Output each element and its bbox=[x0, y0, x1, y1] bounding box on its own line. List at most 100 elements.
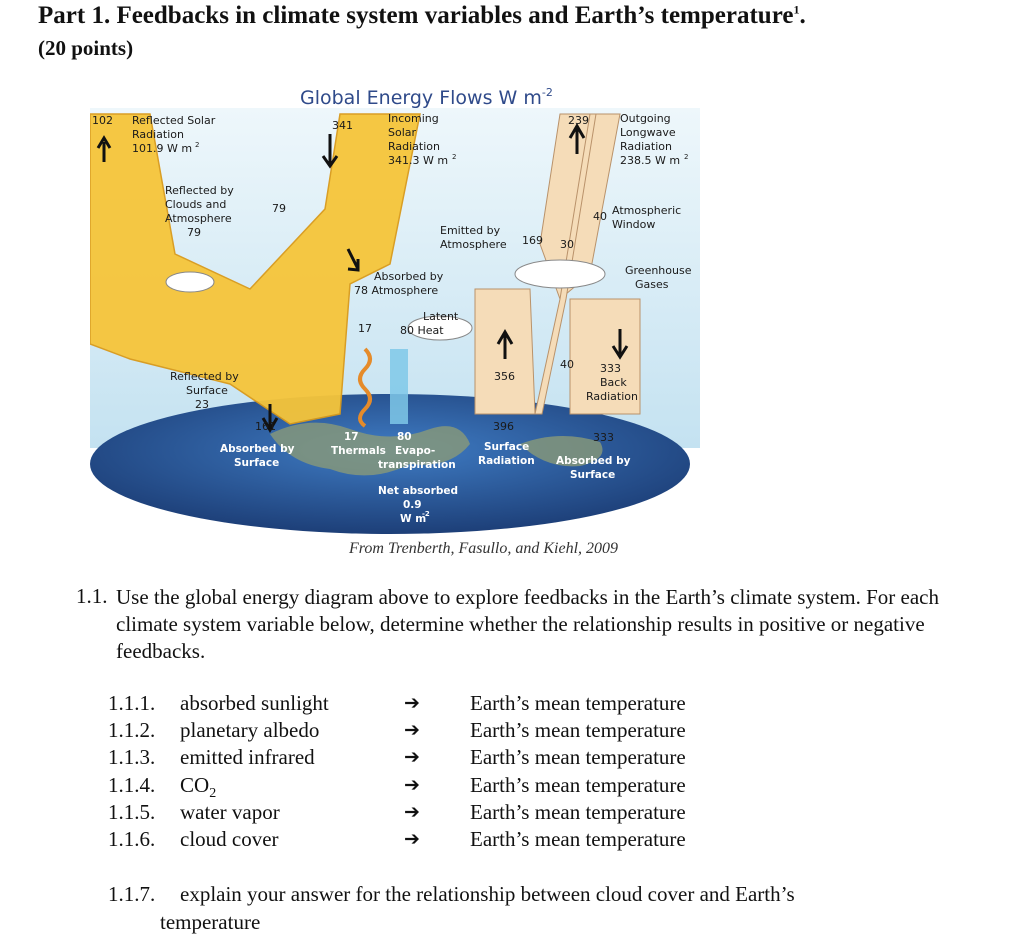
sup-outgoing: 2 bbox=[684, 153, 688, 161]
arrow-surface-up bbox=[496, 329, 514, 359]
question-number: 1.1. bbox=[76, 584, 108, 608]
arrow-icon: ➔ bbox=[404, 773, 420, 796]
land-mass-right bbox=[520, 435, 603, 467]
item-number: 1.1.5. bbox=[108, 799, 156, 824]
label-refl-surf-3: 23 bbox=[195, 398, 209, 411]
label-latent-1: Latent bbox=[423, 310, 459, 323]
q7-number: 1.1.7. bbox=[108, 882, 156, 906]
points-label: (20 points) bbox=[38, 36, 134, 60]
item-target: Earth’s mean temperature bbox=[470, 745, 686, 770]
label-greenhouse-1: Greenhouse bbox=[625, 264, 692, 277]
label-refl-clouds-3: Atmosphere bbox=[165, 212, 232, 225]
label-net-3: W m bbox=[400, 513, 426, 525]
item-target: Earth’s mean temperature bbox=[470, 826, 686, 851]
arrow-incoming-down bbox=[321, 134, 339, 169]
item-number: 1.1.2. bbox=[108, 718, 156, 743]
land-mass bbox=[270, 422, 470, 476]
back-radiation-band bbox=[569, 298, 641, 415]
label-emitted-2: Atmosphere bbox=[440, 238, 507, 251]
label-surf-rad-1: Surface bbox=[484, 441, 529, 453]
label-169: 169 bbox=[522, 234, 543, 247]
label-30: 30 bbox=[560, 238, 574, 251]
label-outgoing-2: Longwave bbox=[620, 126, 676, 139]
list-item: 1.1.2. planetary albedo ➔ Earth’s mean t… bbox=[108, 717, 686, 744]
list-item: 1.1.5. water vapor ➔ Earth’s mean temper… bbox=[108, 799, 686, 826]
label-refl-surf-2: Surface bbox=[186, 384, 228, 397]
item-target: Earth’s mean temperature bbox=[470, 772, 686, 797]
label-thermals-2: Thermals bbox=[331, 445, 386, 457]
label-absorbed-atm-2: 78 Atmosphere bbox=[354, 284, 438, 297]
arrow-icon: ➔ bbox=[404, 719, 420, 742]
label-reflected-solar-3: 101.9 W m bbox=[132, 142, 192, 155]
label-outgoing-1: Outgoing bbox=[620, 112, 671, 125]
label-reflected-solar-1: Reflected Solar bbox=[132, 114, 216, 127]
item-variable: planetary albedo bbox=[180, 718, 320, 743]
feedback-list: 1.1.1. absorbed sunlight ➔ Earth’s mean … bbox=[108, 690, 686, 853]
label-abs-surf-l-1: Absorbed by bbox=[220, 443, 295, 455]
item-target: Earth’s mean temperature bbox=[470, 799, 686, 824]
q7-line2: temperature bbox=[160, 910, 261, 934]
label-239: 239 bbox=[568, 114, 589, 127]
item-number: 1.1.1. bbox=[108, 691, 156, 715]
label-back-2: Back bbox=[600, 376, 627, 389]
energy-flow-diagram: Global Energy Flows W m-2 102 Reflected … bbox=[90, 86, 700, 534]
arrow-icon: ➔ bbox=[404, 827, 420, 850]
label-outgoing-4: 238.5 W m bbox=[620, 154, 680, 167]
item-variable: absorbed sunlight bbox=[180, 691, 329, 715]
sup-incoming: 2 bbox=[452, 153, 456, 161]
item-variable: CO2 bbox=[180, 772, 217, 801]
window-band bbox=[534, 113, 597, 415]
label-40a: 40 bbox=[593, 210, 607, 223]
label-refl-clouds-4: 79 bbox=[187, 226, 201, 239]
figure-title: Global Energy Flows W m-2 bbox=[300, 86, 553, 109]
label-396: 396 bbox=[493, 420, 514, 433]
label-greenhouse-2: Gases bbox=[635, 278, 669, 291]
page-title: Part 1. Feedbacks in climate system vari… bbox=[38, 2, 806, 29]
arrow-reflected-up bbox=[96, 135, 112, 162]
label-emitted-1: Emitted by bbox=[440, 224, 501, 237]
label-back-1: 333 bbox=[600, 362, 621, 375]
item-variable: water vapor bbox=[180, 799, 280, 824]
arrow-icon: ➔ bbox=[404, 800, 420, 823]
evapo-column bbox=[390, 349, 408, 424]
arrow-back-down bbox=[611, 329, 629, 360]
label-net-1: Net absorbed bbox=[378, 485, 458, 497]
arrow-icon: ➔ bbox=[404, 746, 420, 769]
sup-net: -2 bbox=[422, 510, 430, 518]
list-item: 1.1.6. cloud cover ➔ Earth’s mean temper… bbox=[108, 826, 686, 853]
label-abs-surf-r-1: Absorbed by bbox=[556, 455, 631, 467]
label-102: 102 bbox=[92, 114, 113, 127]
arrow-surface-refl bbox=[261, 404, 279, 433]
label-incoming-3: Radiation bbox=[388, 140, 440, 153]
cloud-left bbox=[165, 271, 215, 293]
solar-flow-band bbox=[90, 113, 421, 425]
label-surf-rad-2: Radiation bbox=[478, 455, 535, 467]
label-evapo-1: 80 bbox=[397, 431, 412, 443]
label-incoming-2: Solar bbox=[388, 126, 417, 139]
item-target: Earth’s mean temperature bbox=[470, 718, 686, 743]
label-356: 356 bbox=[494, 370, 515, 383]
question-text: Use the global energy diagram above to e… bbox=[116, 585, 939, 663]
label-outgoing-3: Radiation bbox=[620, 140, 672, 153]
label-incoming-1: Incoming bbox=[388, 112, 439, 125]
label-window-2: Window bbox=[612, 218, 655, 231]
item-number: 1.1.3. bbox=[108, 745, 156, 770]
arrow-icon: ➔ bbox=[404, 692, 420, 714]
cloud-latent bbox=[407, 315, 473, 341]
label-abs-surf-l-2: Surface bbox=[234, 457, 279, 469]
sup-reflected-solar: 2 bbox=[195, 141, 199, 149]
thermals-wave bbox=[358, 347, 372, 428]
label-absorbed-atm-1: Absorbed by bbox=[374, 270, 444, 283]
list-item: 1.1.1. absorbed sunlight ➔ Earth’s mean … bbox=[108, 690, 686, 717]
label-latent-2: 80 Heat bbox=[400, 324, 444, 337]
label-17a: 17 bbox=[358, 322, 372, 335]
list-item: 1.1.4. CO2 ➔ Earth’s mean temperature bbox=[108, 772, 686, 801]
q7-line1: explain your answer for the relationship… bbox=[180, 882, 795, 906]
cloud-right bbox=[514, 259, 606, 289]
item-variable: emitted infrared bbox=[180, 745, 315, 770]
item-target: Earth’s mean temperature bbox=[470, 691, 686, 715]
item-number: 1.1.4. bbox=[108, 772, 156, 797]
label-reflected-solar-2: Radiation bbox=[132, 128, 184, 141]
label-40b: 40 bbox=[560, 358, 574, 371]
label-net-2: 0.9 bbox=[403, 499, 422, 511]
